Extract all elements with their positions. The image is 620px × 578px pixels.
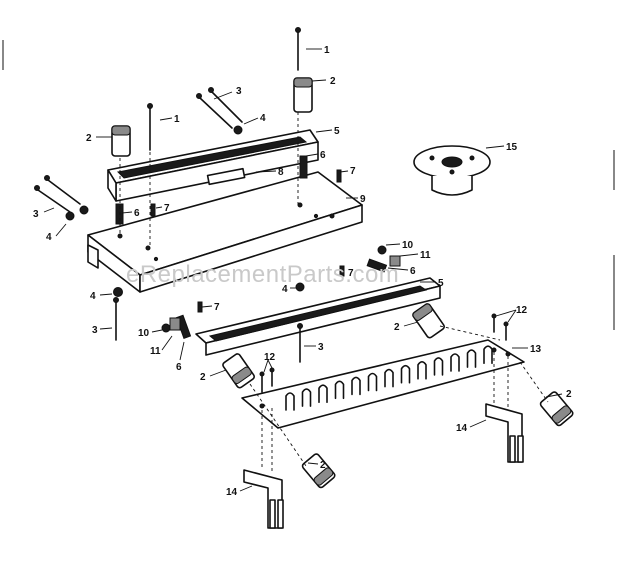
- callout-2: 2: [200, 372, 206, 383]
- screw-12d: [503, 321, 509, 341]
- callout-6: 6: [410, 266, 416, 277]
- finger-slot: [301, 388, 312, 407]
- pin-7b: [336, 169, 342, 183]
- finger-slot: [351, 376, 361, 396]
- router-guide: [413, 145, 491, 196]
- washer-4d: [113, 287, 123, 297]
- pin-7d: [339, 265, 345, 277]
- callout-5: 5: [334, 126, 340, 137]
- knob-2d: [222, 353, 255, 389]
- callout-7: 7: [164, 203, 170, 214]
- screw-12b: [269, 367, 275, 387]
- nut-10-left: [161, 323, 171, 333]
- leader-lines: [43, 48, 563, 492]
- bracket-left: [243, 469, 284, 529]
- callout-3: 3: [236, 86, 242, 97]
- callout-7: 7: [214, 302, 220, 313]
- finger-slot: [367, 372, 378, 392]
- bolt-3-left: [34, 175, 81, 213]
- callout-7: 7: [350, 166, 356, 177]
- callout-10: 10: [138, 328, 150, 339]
- finger-template: [241, 339, 525, 429]
- callout-2: 2: [320, 460, 326, 471]
- spring-6-top: [299, 155, 308, 179]
- callout-6: 6: [134, 208, 140, 219]
- knob-2a: [111, 125, 131, 157]
- knob-2e: [301, 453, 336, 489]
- callout-2: 2: [330, 76, 336, 87]
- bolt-3-center: [297, 323, 303, 363]
- callout-12: 12: [516, 305, 528, 316]
- finger-slot: [285, 392, 295, 411]
- callout-4: 4: [282, 284, 288, 295]
- pin-7c: [197, 301, 203, 313]
- nut-10-right: [377, 245, 387, 255]
- bracket-right: [485, 403, 524, 463]
- spring-6-right: [366, 258, 388, 273]
- callout-labels: 1 1 2 2 2 2 2 2 3 3 3 3 4 4 4 4 5 5 6 6 …: [33, 45, 572, 498]
- finger-slot: [400, 364, 411, 384]
- finger-slot: [318, 384, 328, 403]
- callout-3: 3: [318, 342, 324, 353]
- bolt-1-right: [295, 27, 301, 71]
- spring-6-left: [115, 203, 124, 225]
- washer-4e: [295, 282, 305, 292]
- finger-slot: [466, 349, 477, 368]
- bolt-3-top: [196, 87, 243, 129]
- washer-4c: [79, 205, 89, 215]
- callout-1: 1: [174, 114, 180, 125]
- spacer-11-left: [169, 317, 181, 331]
- washer-4b: [65, 211, 75, 221]
- callout-3: 3: [33, 209, 39, 220]
- watermark: eReplacementParts.com: [126, 261, 399, 288]
- callout-2: 2: [86, 133, 92, 144]
- callout-14: 14: [456, 423, 468, 434]
- callout-3: 3: [92, 325, 98, 336]
- callout-5: 5: [438, 278, 444, 289]
- knob-2f: [539, 391, 574, 427]
- bolt-1-left: [147, 103, 153, 151]
- bolt-3-front: [113, 297, 119, 341]
- pin-7a: [150, 203, 156, 217]
- washer-4a: [233, 125, 243, 135]
- callout-9: 9: [360, 194, 366, 205]
- callout-11: 11: [150, 346, 161, 357]
- screw-12a: [259, 371, 265, 393]
- finger-slot: [417, 361, 427, 380]
- callout-12: 12: [264, 352, 276, 363]
- front-comb-bar: [195, 277, 441, 356]
- callout-13: 13: [530, 344, 542, 355]
- knob-2c: [412, 303, 445, 339]
- callout-11: 11: [420, 250, 431, 261]
- callout-7: 7: [348, 268, 354, 279]
- callout-2: 2: [566, 389, 572, 400]
- finger-slot: [450, 353, 460, 372]
- callout-6: 6: [176, 362, 182, 373]
- finger-slot: [334, 380, 345, 400]
- callout-6: 6: [320, 150, 326, 161]
- callout-4: 4: [46, 232, 52, 243]
- screw-12c: [491, 313, 497, 333]
- callout-10: 10: [402, 240, 414, 251]
- callout-4: 4: [90, 291, 96, 302]
- callout-14: 14: [226, 487, 238, 498]
- template-table: [87, 171, 363, 293]
- callout-8: 8: [278, 167, 284, 178]
- finger-slot: [433, 357, 444, 376]
- rear-comb-bar: [107, 129, 319, 202]
- assembly-lines: [119, 112, 549, 474]
- spacer-11-right: [389, 255, 401, 267]
- callout-2: 2: [394, 322, 400, 333]
- callout-15: 15: [506, 142, 518, 153]
- callout-1: 1: [324, 45, 330, 56]
- finger-slot: [384, 368, 394, 388]
- knob-2b: [293, 77, 313, 113]
- callout-4: 4: [260, 113, 266, 124]
